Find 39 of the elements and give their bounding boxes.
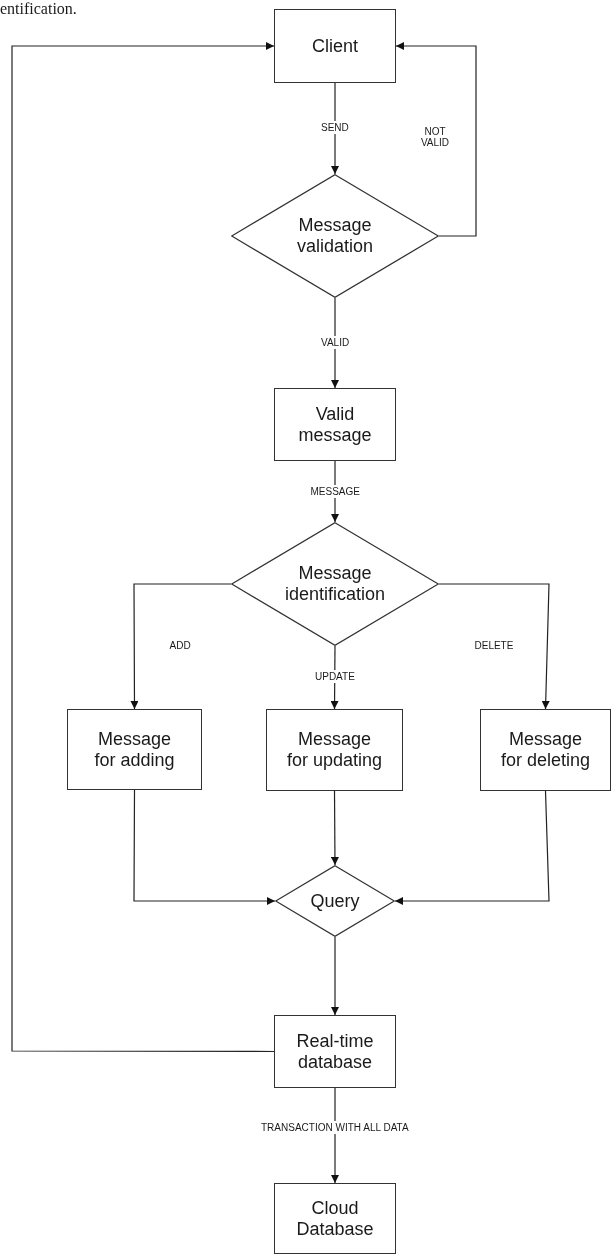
process-box xyxy=(274,1015,396,1088)
arrow xyxy=(331,936,339,1016)
arrow xyxy=(330,790,339,866)
node-label: Message for updating xyxy=(285,729,384,771)
process-box xyxy=(274,9,396,83)
edge-label: ADD xyxy=(168,639,192,652)
process-box xyxy=(480,709,611,791)
arrow xyxy=(331,297,339,389)
decision-diamond xyxy=(275,865,395,937)
process-box xyxy=(274,388,396,461)
node-label: Client xyxy=(312,35,358,57)
arrow xyxy=(130,583,232,710)
arrow xyxy=(394,790,550,905)
process-box xyxy=(266,709,403,791)
arrow xyxy=(438,583,550,710)
arrow xyxy=(331,82,339,175)
edge-label: VALID xyxy=(320,336,351,349)
arrow xyxy=(395,42,477,237)
decision-diamond xyxy=(231,522,439,646)
process-box xyxy=(274,1183,396,1254)
edge-label: DELETE xyxy=(473,639,515,652)
arrow xyxy=(133,789,276,905)
edge-label: SEND xyxy=(320,121,350,134)
decision-diamond xyxy=(231,174,439,298)
edge-label: MESSAGE xyxy=(309,485,361,498)
node-label: Real-time database xyxy=(295,1030,375,1073)
node-label: Message for deleting xyxy=(499,729,592,771)
edge-label: TRANSACTION WITH ALL DATA xyxy=(260,1121,410,1134)
edge-label: UPDATE xyxy=(314,670,356,683)
text-fragment: entification. xyxy=(0,0,77,18)
node-label: Cloud Database xyxy=(295,1197,375,1240)
node-label: Message identification xyxy=(283,563,387,605)
node-label: Message validation xyxy=(295,215,375,257)
node-label: Message for adding xyxy=(93,728,176,771)
arrow xyxy=(331,1087,339,1184)
process-box xyxy=(67,709,202,790)
node-label: Valid message xyxy=(297,403,373,446)
arrow xyxy=(11,42,275,1053)
node-label: Query xyxy=(310,890,360,912)
